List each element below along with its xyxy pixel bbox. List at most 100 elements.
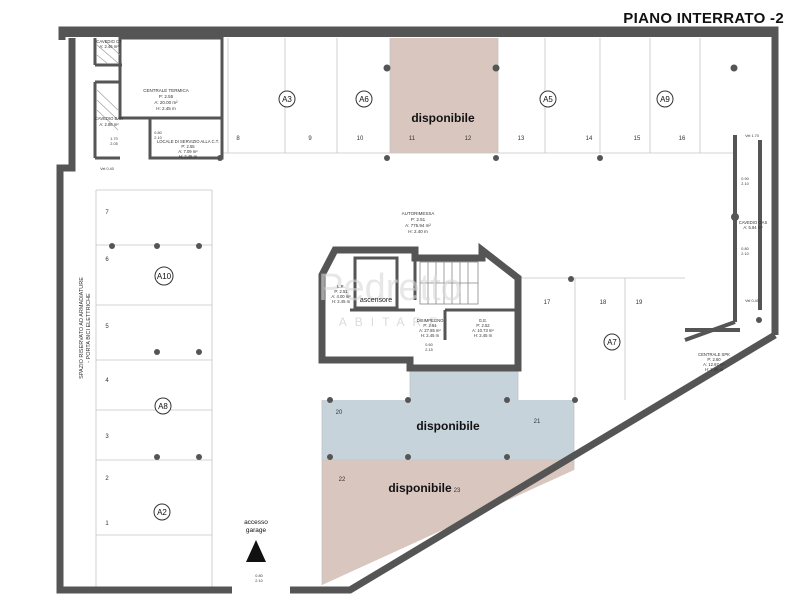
badge-a9: A9 [656, 90, 674, 108]
room-name: CAVEDIO BAR [95, 116, 123, 121]
stall-number: 16 [679, 136, 686, 142]
room-name: DISIMPEGNO [417, 318, 444, 323]
stall-number: 17 [544, 300, 551, 306]
room-name: CAVEDIO CT [96, 39, 122, 44]
room-height: H: 2.45 m [705, 367, 724, 372]
stall-number: 2 [105, 476, 109, 482]
outer-wall-top [62, 30, 778, 37]
stall-number: 10 [357, 136, 364, 142]
top-stall-numbers: 8 9 10 11 12 13 14 15 16 [236, 136, 686, 142]
room-area: A: 7.09 m² [178, 149, 198, 154]
room-name: G.E. [479, 318, 487, 323]
dimension-labels: 0.80 2.10 1.70 2.05 Vel 0.40 Vel 1.70 0.… [100, 131, 759, 583]
dimension-label: 0.80 [255, 574, 262, 578]
room-name: LOCALE DI SERVIZIO ALLA C.T. [157, 139, 219, 144]
room-name: L.R. [337, 284, 345, 289]
available-zone-upper-strip [410, 368, 518, 400]
stall-number: 3 [105, 434, 109, 440]
room-area: A: 2.46 m² [99, 44, 119, 49]
room-p: P: 2.51 [423, 323, 437, 328]
room-height: H: 2.45 m [179, 154, 198, 159]
room-p: P: 2.55 [159, 94, 174, 99]
room-p: P: 2.51 [411, 217, 426, 222]
badge-a8: A8 [154, 397, 172, 415]
dimension-label: 0.80 [741, 247, 748, 251]
cavedio-hatch [96, 40, 121, 131]
dimension-label: 0.90 [741, 177, 748, 181]
room-p: P: 2.52 [476, 323, 490, 328]
room-ge: G.E. P: 2.52 A: 10.73 m² H: 2.45 m [472, 318, 494, 338]
available-label-bottom: disponibile [388, 481, 452, 495]
dimension-label: 2.05 [110, 142, 117, 146]
room-area: A: 5.84 m² [743, 225, 763, 230]
room-cavedio-ct: CAVEDIO CT A: 2.46 m² [96, 39, 122, 49]
room-centrale-spk: CENTRALE SPK P: 2.60 A: 12.67 m² H: 2.45… [698, 352, 730, 372]
right-rooms-walls [684, 135, 762, 342]
badge-a6: A6 [355, 90, 373, 108]
room-height: H: 2.45 m [156, 106, 176, 111]
room-height: H: 2.45 m [421, 333, 440, 338]
room-area: A: 27.85 m² [419, 328, 441, 333]
available-zone-top[interactable] [390, 38, 498, 153]
room-p: P: 2.60 [707, 357, 721, 362]
dimension-label: 2.10 [154, 136, 161, 140]
room-cavedio-gas: CAVEDIO GAS A: 5.84 m² [739, 220, 768, 230]
badge-a5-label: A5 [543, 95, 553, 104]
stall-number: 23 [454, 488, 461, 494]
dimension-label: 2.10 [741, 252, 748, 256]
room-lr: L.R. P: 2.51 A: 4.00 m² H: 2.45 m [331, 284, 351, 304]
parking-grid [95, 38, 735, 590]
room-p: P: 2.55 [181, 144, 195, 149]
stall-number: 15 [634, 136, 641, 142]
stall-number: 1 [105, 521, 109, 527]
stall-number: 4 [105, 378, 109, 384]
stall-number: 9 [308, 136, 312, 142]
badge-a10: A10 [154, 266, 174, 286]
dimension-label: 0.60 [425, 343, 432, 347]
dimension-label: Vel 1.70 [745, 134, 759, 138]
stall-number: 22 [339, 477, 346, 483]
access-arrow-icon [246, 540, 266, 562]
dimension-label: Vel 0.40 [745, 299, 759, 303]
available-label-top: disponibile [411, 111, 475, 125]
room-height: H: 2.45 m [332, 299, 351, 304]
room-area: A: 4.00 m² [331, 294, 351, 299]
badge-a5: A5 [539, 90, 557, 108]
badge-a7: A7 [603, 333, 621, 351]
badge-a3: A3 [278, 90, 296, 108]
available-label-middle: disponibile [416, 419, 480, 433]
stall-number: 11 [409, 136, 416, 142]
room-area: A: 10.73 m² [472, 328, 494, 333]
room-ascensore: ascensore [360, 297, 392, 304]
room-area: A: 12.67 m² [703, 362, 725, 367]
dimension-label: 2.15 [425, 348, 432, 352]
room-locale-servizio: LOCALE DI SERVIZIO ALLA C.T. P: 2.55 A: … [157, 139, 219, 159]
available-zone-middle[interactable] [322, 400, 574, 460]
dimension-label: 2.10 [255, 579, 262, 583]
right-stall-numbers: 17 18 19 [544, 300, 643, 306]
stall-number: 7 [105, 210, 109, 216]
room-area: A: 775.94 m² [405, 223, 431, 228]
room-area: A: 2.88 m² [99, 122, 119, 127]
room-name: CENTRALE SPK [698, 352, 730, 357]
room-area: A: 20.00 m² [154, 100, 178, 105]
side-text-line2: - PORTA BICI ELETTRICHE [86, 293, 92, 363]
dimension-label: 0.80 [154, 131, 161, 135]
watermark-sub: ABITARE [339, 315, 445, 329]
technical-rooms-walls [93, 36, 224, 160]
dimension-label: Vel 0.40 [100, 167, 114, 171]
room-centrale-termica: CENTRALE TERMICA P: 2.55 A: 20.00 m² H: … [143, 88, 188, 111]
side-text-line1: SPAZIO RISERVATO AD ARMADIATURE [79, 277, 85, 379]
stall-number: 18 [600, 300, 607, 306]
dimension-label: 2.10 [741, 182, 748, 186]
room-disimpegno: DISIMPEGNO P: 2.51 A: 27.85 m² H: 2.45 m [417, 318, 444, 338]
dimension-label: 1.70 [110, 137, 117, 141]
room-autorimessa: AUTORIMESSA P: 2.51 A: 775.94 m² H: 2.40… [402, 211, 435, 234]
watermark-main: Pedretto [318, 267, 462, 309]
stall-number: 5 [105, 324, 109, 330]
badge-a3-label: A3 [282, 95, 292, 104]
stall-number: 14 [586, 136, 593, 142]
stall-number: 6 [105, 257, 109, 263]
badge-a9-label: A9 [660, 95, 670, 104]
columns [109, 64, 762, 460]
